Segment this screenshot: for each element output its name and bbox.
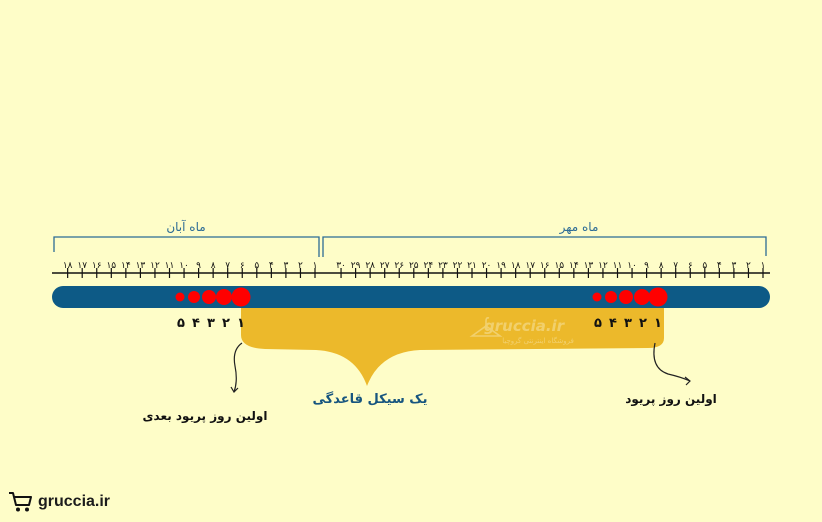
mehr-day-label: ١٠: [627, 261, 637, 271]
period-dot-day-5: [175, 292, 185, 302]
aban-day-label: ٧: [225, 261, 230, 271]
mehr-day-label: ٧: [673, 261, 678, 271]
watermark: gruccia.ir فروشگاه اینترنتی گروچیا: [469, 317, 574, 345]
mehr-day-label: ١۵: [554, 261, 564, 271]
aban-day-label: ٢: [298, 261, 303, 271]
mehr-day-label: ۶: [688, 261, 693, 271]
period-day-number: ٣: [207, 316, 215, 331]
mehr-day-label: ٢٠: [482, 261, 492, 271]
period-dots-next: [175, 287, 251, 307]
mehr-day-label: ٢٩: [351, 261, 361, 271]
cycle-bar: [52, 286, 770, 308]
arrow-first-day: [653, 342, 691, 386]
mehr-day-label: ٣٠: [336, 261, 346, 271]
period-dot-day-4: [605, 291, 617, 303]
mehr-day-label: ١۴: [569, 261, 579, 271]
period-dot-day-3: [619, 290, 633, 304]
aban-day-label: ٣: [283, 261, 288, 271]
mehr-day-label: ١: [761, 261, 766, 271]
aban-day-label: ١١: [165, 261, 175, 271]
period-day-number: ۵: [177, 316, 185, 331]
arrow-next-first-day: [230, 342, 243, 393]
mehr-day-label: ٣: [731, 261, 736, 271]
mehr-day-label: ٢٢: [453, 261, 463, 271]
ruler-mehr: ١٢٣۴۵۶٧٨٩١٠١١١٢١٣١۴١۵١۶١٧١٨١٩٢٠٢١٢٢٢٣٢۴٢…: [336, 261, 765, 278]
shopping-cart-icon: [9, 492, 32, 512]
period-dots-current: [592, 287, 668, 307]
mehr-day-label: ٢۶: [394, 261, 404, 271]
mehr-day-label: ١٧: [525, 261, 535, 271]
aban-day-label: ۶: [240, 261, 245, 271]
aban-day-label: ١۵: [106, 261, 116, 271]
period-dot-day-5: [592, 292, 602, 302]
aban-day-label: ١٠: [179, 261, 189, 271]
aban-day-label: ١٨: [63, 261, 73, 271]
period-dot-day-2: [634, 289, 650, 305]
aban-day-label: ١٢: [150, 261, 160, 271]
period-dot-day-1: [648, 287, 668, 307]
mehr-day-label: ۴: [717, 261, 722, 271]
period-day-number: ٣: [624, 316, 632, 331]
month-brackets: [53, 236, 767, 257]
mehr-day-label: ٢٨: [365, 261, 375, 271]
mehr-day-label: ٢۴: [424, 261, 434, 271]
cycle-label: یک سیکل قاعدگی: [313, 391, 428, 407]
mehr-day-label: ٢١: [467, 261, 477, 271]
mehr-day-label: ٢٣: [438, 261, 448, 271]
period-day-number: ۵: [594, 316, 602, 331]
mehr-day-label: ١٢: [598, 261, 608, 271]
first-day-label: اولین روز پریود: [625, 392, 717, 407]
period-day-number: ١: [237, 316, 245, 331]
hanger-icon: [469, 317, 503, 337]
mehr-day-label: ١٨: [511, 261, 521, 271]
aban-day-label: ۵: [254, 261, 259, 271]
period-day-number: ۴: [609, 316, 617, 331]
aban-day-label: ٩: [196, 261, 201, 271]
period-dot-day-1: [231, 287, 251, 307]
aban-month-label: ماه آبان: [166, 219, 205, 234]
aban-day-label: ١۶: [92, 261, 102, 271]
cycle-shape: [241, 296, 664, 386]
period-dot-day-2: [216, 289, 232, 305]
period-day-number: ٢: [222, 316, 230, 331]
aban-day-label: ١٧: [77, 261, 87, 271]
watermark-brand: gruccia.ir: [484, 317, 566, 335]
aban-day-label: ١: [313, 261, 318, 271]
period-day-number: ۴: [192, 316, 200, 331]
mehr-day-label: ٢: [746, 261, 751, 271]
mehr-day-label: ١٩: [496, 261, 506, 271]
mehr-day-label: ٢٧: [380, 261, 390, 271]
watermark-tagline: فروشگاه اینترنتی گروچیا: [502, 336, 574, 345]
mehr-bracket: [322, 236, 767, 257]
period-day-number: ٢: [639, 316, 647, 331]
footer-site-name: gruccia.ir: [38, 493, 111, 510]
aban-day-label: ١۴: [121, 261, 131, 271]
aban-day-label: ١٣: [136, 261, 146, 271]
period-dot-day-3: [202, 290, 216, 304]
mehr-day-label: ١١: [613, 261, 623, 271]
aban-day-label: ٨: [211, 261, 216, 271]
mehr-day-label: ٩: [644, 261, 649, 271]
mehr-day-label: ۵: [702, 261, 707, 271]
mehr-month-label: ماه مهر: [559, 220, 599, 235]
aban-bracket: [53, 236, 320, 257]
next-first-day-label: اولین روز پریود بعدی: [143, 409, 268, 424]
mehr-day-label: ٨: [659, 261, 664, 271]
mehr-day-label: ١۶: [540, 261, 550, 271]
aban-day-label: ۴: [269, 261, 274, 271]
period-day-number: ١: [654, 316, 662, 331]
mehr-day-label: ١٣: [584, 261, 594, 271]
footer-brand: gruccia.ir: [8, 490, 110, 514]
mehr-day-label: ٢۵: [409, 261, 419, 271]
period-dot-day-4: [188, 291, 200, 303]
